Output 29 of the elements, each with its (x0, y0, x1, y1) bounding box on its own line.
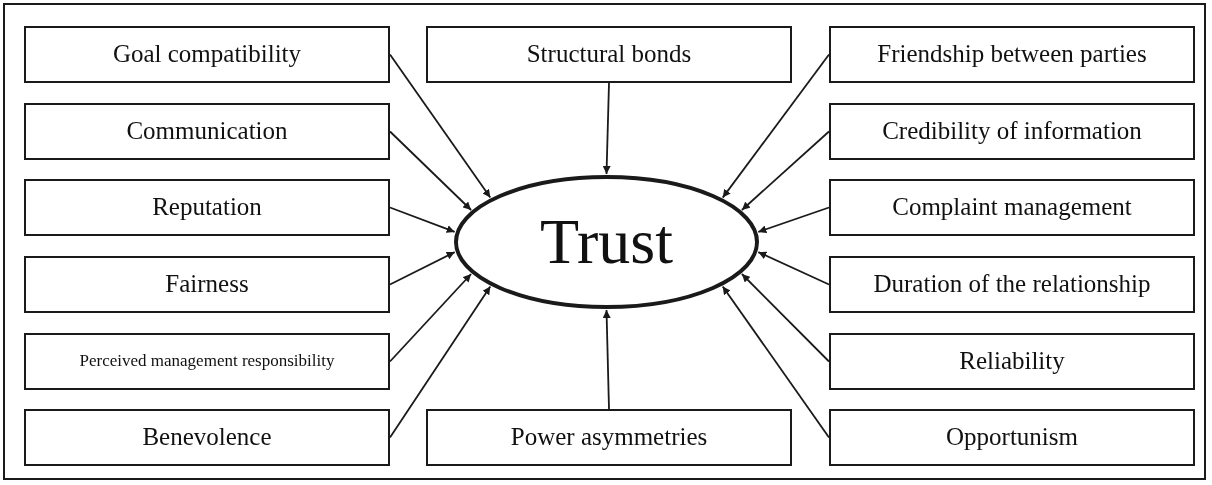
arrow (721, 53, 830, 199)
arrow (389, 53, 492, 199)
arrow (741, 273, 830, 363)
arrow (389, 130, 472, 211)
arrow (602, 309, 611, 410)
arrow (389, 273, 472, 363)
factor-box: Opportunism (829, 409, 1195, 466)
factor-box: Credibility of information (829, 103, 1195, 160)
factor-box: Friendship between parties (829, 26, 1195, 83)
factor-box: Reliability (829, 333, 1195, 390)
arrow (757, 206, 830, 234)
factor-box: Benevolence (24, 409, 390, 466)
node-label: Trust (540, 210, 673, 274)
arrow (721, 285, 830, 439)
factor-box: Reputation (24, 179, 390, 236)
factor-box: Complaint management (829, 179, 1195, 236)
arrow (602, 82, 611, 175)
factor-box: Communication (24, 103, 390, 160)
arrow (389, 206, 456, 233)
factor-box: Fairness (24, 256, 390, 313)
arrow (389, 251, 456, 286)
arrow (389, 285, 492, 439)
factor-box: Structural bonds (426, 26, 792, 83)
arrow (741, 130, 830, 211)
factor-box: Perceived management responsibility (24, 333, 390, 390)
arrow (757, 251, 830, 286)
factor-box: Power asymmetries (426, 409, 792, 466)
factor-box: Duration of the relationship (829, 256, 1195, 313)
factor-box: Goal compatibility (24, 26, 390, 83)
